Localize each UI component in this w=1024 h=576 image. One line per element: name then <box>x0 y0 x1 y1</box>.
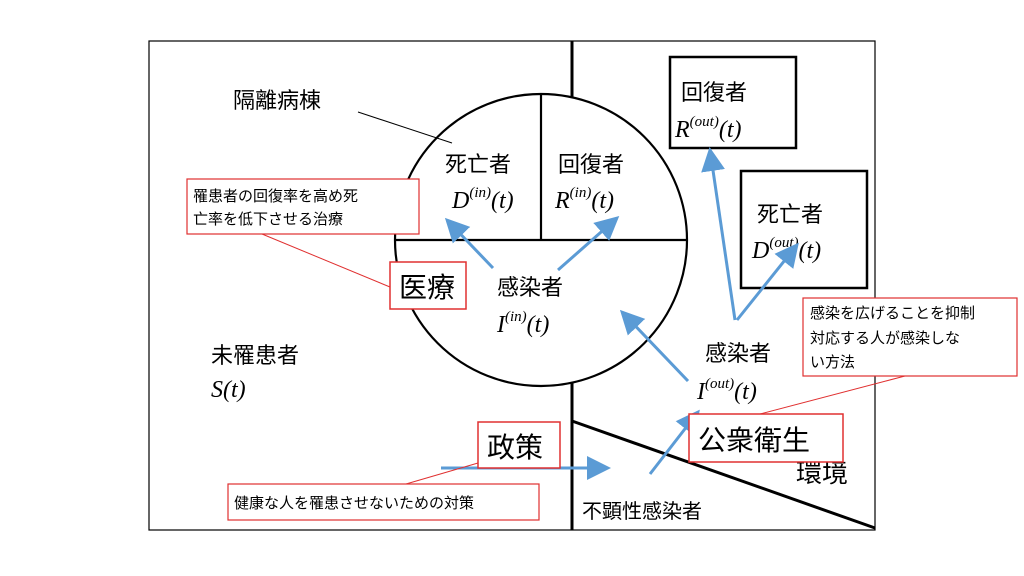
inside-recovered-formula: R(in)(t) <box>554 185 614 214</box>
public-health-box-label: 公衆衛生 <box>698 424 810 457</box>
inside-dead-label: 死亡者 <box>445 153 511 178</box>
inside-infected-formula: I(in)(t) <box>496 309 549 338</box>
outside-dead-box <box>739 169 869 290</box>
susceptible-label: 未罹患者 <box>211 344 299 369</box>
inside-recovered-label: 回復者 <box>558 153 624 178</box>
inside-dead-formula: D(in)(t) <box>451 185 514 214</box>
arrow-inside-infected-to-dead <box>444 217 495 270</box>
outside-dead-label: 死亡者 <box>757 203 823 228</box>
isolation-ward-label: 隔離病棟 <box>233 89 321 114</box>
public-health-callout-box <box>802 297 1018 377</box>
policy-box-label: 政策 <box>487 431 543 464</box>
public-health-box <box>688 413 844 463</box>
arrow-inside-infected-to-recovered <box>557 216 620 272</box>
divider-diagonal <box>571 419 876 530</box>
isolation-ward-leader <box>357 111 453 144</box>
public-health-callout-leader <box>759 375 906 415</box>
policy-callout-line-1: 健康な人を罹患させないための対策 <box>234 494 474 512</box>
outside-infected-formula: I(out)(t) <box>696 376 757 405</box>
arrow-outside-to-inside-infected <box>619 309 690 383</box>
medical-callout-line-1: 罹患者の回復率を高め死 <box>193 187 358 205</box>
policy-box <box>477 421 561 469</box>
medical-box <box>389 261 467 310</box>
public-health-callout-line-3: い方法 <box>810 353 855 371</box>
outer-frame <box>148 40 876 531</box>
medical-callout-box <box>186 178 420 235</box>
public-health-callout-line-2: 対応する人が感染しな <box>810 329 960 347</box>
outside-recovered-formula: R(out)(t) <box>674 114 742 143</box>
environment-label: 環境 <box>796 459 848 489</box>
medical-callout-line-2: 亡率を低下させる治療 <box>193 210 343 228</box>
susceptible-formula: S(t) <box>211 377 246 403</box>
arrow-outside-infected-to-dead <box>735 242 799 321</box>
outside-infected-label: 感染者 <box>705 342 771 367</box>
asymptomatic-label: 不顕性感染者 <box>582 499 702 523</box>
inside-infected-label: 感染者 <box>497 276 563 301</box>
arrow-outside-infected-to-recovered <box>701 147 737 321</box>
public-health-callout-line-1: 感染を広げることを抑制 <box>810 304 975 322</box>
outside-recovered-label: 回復者 <box>681 81 747 106</box>
medical-callout-leader <box>261 233 391 288</box>
outside-recovered-box <box>668 55 798 150</box>
policy-callout-box <box>227 483 540 521</box>
medical-box-label: 医療 <box>399 271 455 304</box>
